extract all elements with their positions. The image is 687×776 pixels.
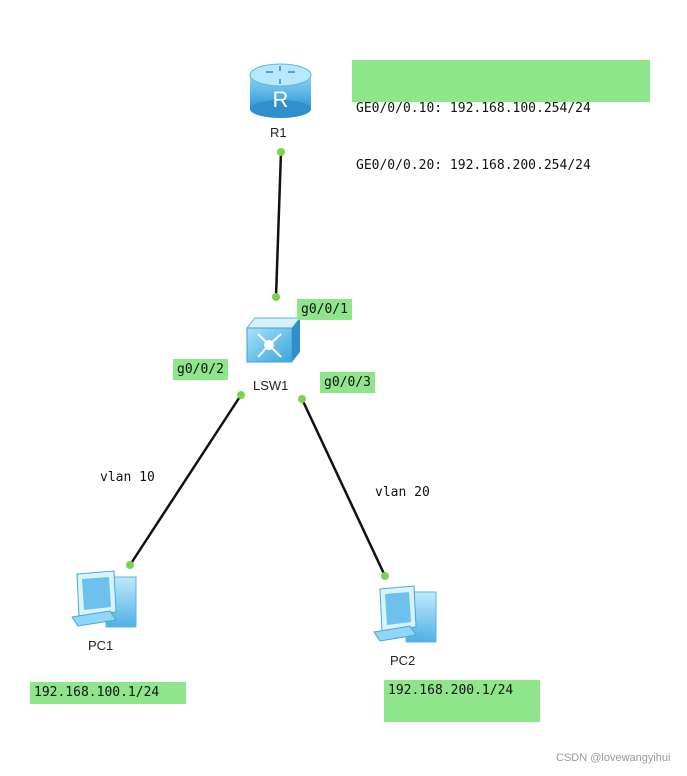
vlan-label-left: vlan 10	[100, 470, 155, 485]
port-dot-pc2	[381, 572, 389, 580]
port-dot-lsw1-g1	[272, 293, 280, 301]
router-label: R1	[270, 125, 287, 140]
port-dot-pc1	[126, 561, 134, 569]
port-label-g1: g0/0/1	[297, 299, 352, 320]
router-subif-20: GE0/0/0.20: 192.168.200.254/24	[356, 158, 591, 173]
router-icon[interactable]: R	[249, 63, 312, 118]
watermark: CSDN @lovewangyihui	[556, 752, 671, 764]
link-lsw1-pc2[interactable]	[300, 398, 387, 577]
pc1-icon[interactable]	[71, 570, 137, 628]
pc2-icon[interactable]	[373, 585, 437, 643]
router-subif-note: GE0/0/0.10: 192.168.100.254/24 GE0/0/0.2…	[352, 60, 650, 173]
switch-label: LSW1	[253, 378, 289, 393]
pc1-ip-note: 192.168.100.1/24	[30, 682, 186, 704]
router-subif-10: GE0/0/0.10: 192.168.100.254/24	[356, 101, 591, 116]
pc2-label: PC2	[390, 653, 416, 668]
port-dot-r1	[277, 148, 285, 156]
link-lsw1-pc1[interactable]	[128, 394, 243, 566]
port-label-g2: g0/0/2	[173, 359, 228, 380]
port-dot-lsw1-g3	[298, 395, 306, 403]
port-label-g3: g0/0/3	[320, 372, 375, 393]
pc2-ip-note: 192.168.200.1/24	[384, 680, 540, 722]
port-dot-lsw1-g2	[237, 391, 245, 399]
pc1-label: PC1	[88, 638, 114, 653]
link-r1-lsw1[interactable]	[274, 151, 283, 298]
switch-icon[interactable]	[245, 317, 302, 363]
svg-text:R: R	[273, 87, 289, 112]
vlan-label-right: vlan 20	[375, 485, 430, 500]
